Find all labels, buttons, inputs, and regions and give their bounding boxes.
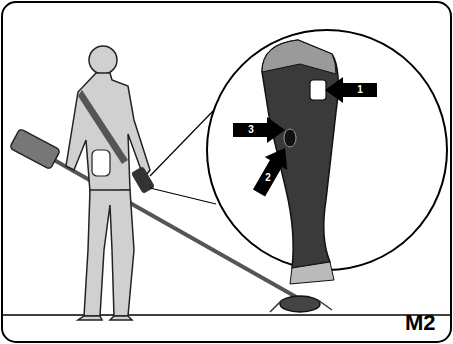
frame bbox=[2, 2, 451, 342]
callout-number: 3 bbox=[244, 125, 258, 135]
motor-housing bbox=[10, 128, 61, 169]
handle-cap bbox=[262, 40, 336, 74]
callout-number: 1 bbox=[353, 85, 367, 95]
lock-button bbox=[310, 80, 326, 100]
pointer-arrow bbox=[325, 77, 377, 103]
zoom-circle bbox=[207, 30, 447, 270]
zoom-line bbox=[150, 188, 216, 204]
pointer-arrow bbox=[248, 142, 297, 200]
handle-base bbox=[290, 262, 334, 284]
hand-grip bbox=[131, 166, 155, 194]
zoom-line bbox=[150, 110, 214, 176]
pointer-arrow bbox=[233, 117, 285, 143]
trimmer-head bbox=[280, 296, 320, 312]
guard bbox=[270, 300, 332, 312]
figure-id: M2 bbox=[405, 312, 436, 334]
trigger-button bbox=[284, 129, 296, 147]
ground bbox=[2, 315, 450, 316]
callout-number: 2 bbox=[261, 173, 275, 183]
harness-clip bbox=[92, 150, 110, 176]
pointer-arrows bbox=[233, 77, 377, 200]
grass-line bbox=[2, 314, 450, 316]
